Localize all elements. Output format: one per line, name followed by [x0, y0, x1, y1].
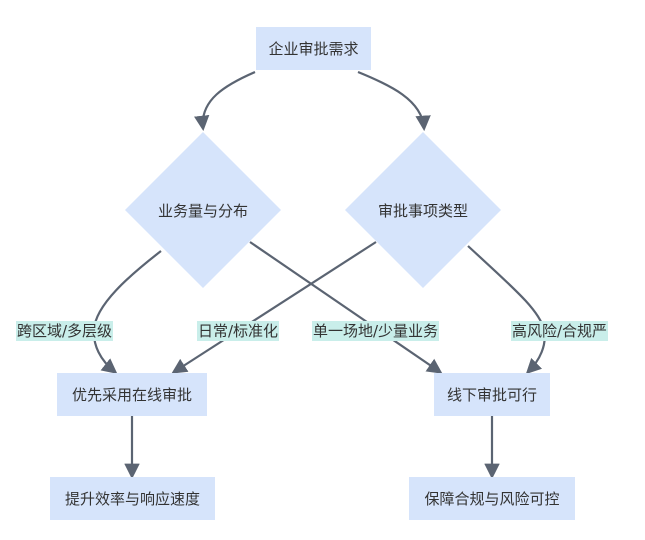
edge-label-high-risk: 高风险/合规严 [511, 321, 609, 341]
efficiency-node: 提升效率与响应速度 [50, 477, 215, 520]
decision-volume-label: 业务量与分布 [157, 201, 248, 220]
start-node: 企业审批需求 [256, 27, 371, 70]
decision-type-diamond [345, 132, 501, 288]
compliance-node: 保障合规与风险可控 [409, 477, 575, 520]
online-approval-node: 优先采用在线审批 [57, 373, 207, 416]
decision-volume-diamond [125, 132, 281, 288]
edge-label-routine: 日常/标准化 [197, 321, 280, 341]
edge-volume-to-offline [249, 241, 443, 374]
edge-label-single-site: 单一场地/少量业务 [312, 321, 440, 341]
edge-type-to-online [171, 241, 377, 374]
offline-approval-node: 线下审批可行 [434, 373, 550, 416]
edge-label-cross-region: 跨区域/多层级 [16, 321, 114, 341]
decision-type-label: 审批事项类型 [377, 201, 468, 220]
decision-type-node: 审批事项类型 [345, 132, 501, 288]
edge-start-to-volume [194, 70, 256, 132]
decision-volume-node: 业务量与分布 [125, 132, 281, 288]
edge-start-to-type [357, 70, 431, 132]
